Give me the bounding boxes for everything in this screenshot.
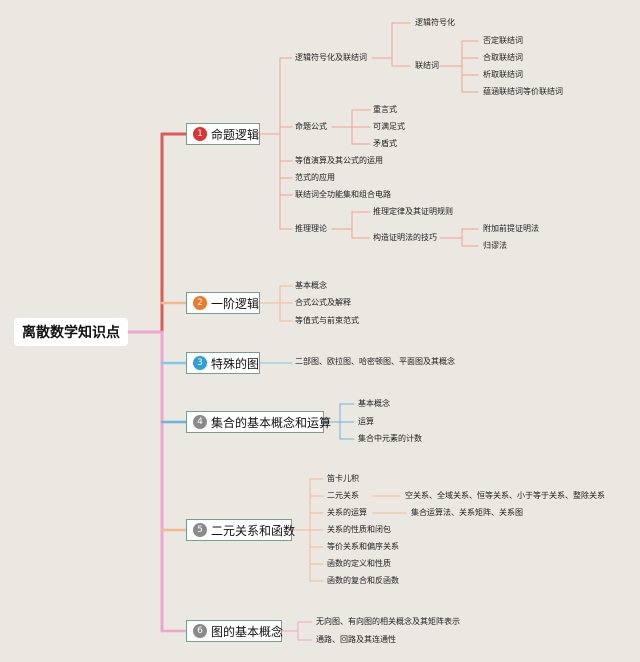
branch-label: 命题逻辑 bbox=[211, 127, 260, 142]
branch-label: 图的基本概念 bbox=[211, 624, 284, 639]
branch-relations-functions: 5 二元关系和函数 bbox=[186, 519, 296, 541]
topic-reductio: 归谬法 bbox=[483, 241, 507, 250]
topic-equivalence-calculus: 等值演算及其公式的运用 bbox=[295, 156, 383, 165]
topic-satisfiable: 可满足式 bbox=[373, 122, 405, 131]
topic-relation-ops: 关系的运算 bbox=[327, 508, 367, 517]
topic-logic-symbolization: 逻辑符号化及联结词 bbox=[295, 53, 367, 62]
topic-tautology: 重言式 bbox=[373, 105, 397, 114]
badge-number: 4 bbox=[193, 415, 207, 429]
topic-binary-relation: 二元关系 bbox=[327, 491, 359, 500]
badge-number: 5 bbox=[193, 523, 207, 537]
topic-prenex: 等值式与前束范式 bbox=[295, 316, 359, 325]
badge-number: 1 bbox=[193, 127, 207, 141]
topic-inference-laws: 推理定律及其证明规则 bbox=[373, 207, 453, 216]
topic-contradiction: 矛盾式 bbox=[373, 139, 397, 148]
topic-cartesian: 笛卡儿积 bbox=[327, 474, 359, 483]
branch-special-graphs: 3 特殊的图 bbox=[186, 352, 260, 374]
topic-conjunction: 合取联结词 bbox=[483, 53, 523, 62]
branch-graph-basics: 6 图的基本概念 bbox=[186, 620, 284, 642]
topic-special-relations: 空关系、全域关系、恒等关系、小于等于关系、整除关系 bbox=[405, 491, 605, 500]
topic-proof-techniques: 构造证明法的技巧 bbox=[373, 233, 437, 242]
branch-label: 特殊的图 bbox=[211, 356, 260, 371]
topic-normal-forms: 范式的应用 bbox=[295, 173, 335, 182]
topic-conditional-proof: 附加前提证明法 bbox=[483, 224, 539, 233]
topic-graph-concepts: 无向图、有向图的相关概念及其矩阵表示 bbox=[316, 617, 460, 626]
topic-prop-formula: 命题公式 bbox=[295, 122, 327, 131]
topic-inference-theory: 推理理论 bbox=[295, 224, 327, 233]
topic-disjunction: 析取联结词 bbox=[483, 70, 523, 79]
topic-symbolization: 逻辑符号化 bbox=[415, 18, 455, 27]
branch-label: 一阶逻辑 bbox=[211, 296, 260, 311]
topic-negation: 否定联结词 bbox=[483, 36, 523, 45]
branch-label: 二元关系和函数 bbox=[211, 523, 296, 538]
branch-propositional-logic: 1 命题逻辑 bbox=[186, 123, 260, 145]
root-node: 离散数学知识点 bbox=[14, 318, 128, 346]
topic-basic-concepts: 基本概念 bbox=[295, 281, 327, 290]
topic-function-def: 函数的定义和性质 bbox=[327, 559, 391, 568]
topic-wff: 合式公式及解释 bbox=[295, 298, 351, 307]
branch-first-order-logic: 2 一阶逻辑 bbox=[186, 292, 260, 314]
topic-relation-representations: 集合运算法、关系矩阵、关系图 bbox=[411, 508, 523, 517]
topic-complete-connectives: 联结词全功能集和组合电路 bbox=[295, 190, 391, 199]
topic-set-counting: 集合中元素的计数 bbox=[358, 434, 422, 443]
topic-set-basics: 基本概念 bbox=[358, 399, 390, 408]
topic-equivalence-order: 等价关系和偏序关系 bbox=[327, 542, 399, 551]
topic-set-ops: 运算 bbox=[358, 417, 374, 426]
badge-number: 6 bbox=[193, 624, 207, 638]
topic-connectives: 联结词 bbox=[415, 61, 439, 70]
topic-closure: 关系的性质和闭包 bbox=[327, 525, 391, 534]
topic-function-composition: 函数的复合和反函数 bbox=[327, 576, 399, 585]
topic-paths-connectivity: 通路、回路及其连通性 bbox=[316, 635, 396, 644]
badge-number: 3 bbox=[193, 356, 207, 370]
branch-set-operations: 4 集合的基本概念和运算 bbox=[186, 411, 331, 433]
topic-special-graph-types: 二部图、欧拉图、哈密顿图、平面图及其概念 bbox=[295, 357, 455, 366]
branch-label: 集合的基本概念和运算 bbox=[211, 415, 332, 430]
topic-implication: 蕴涵联结词等价联结词 bbox=[483, 87, 563, 96]
badge-number: 2 bbox=[193, 296, 207, 310]
